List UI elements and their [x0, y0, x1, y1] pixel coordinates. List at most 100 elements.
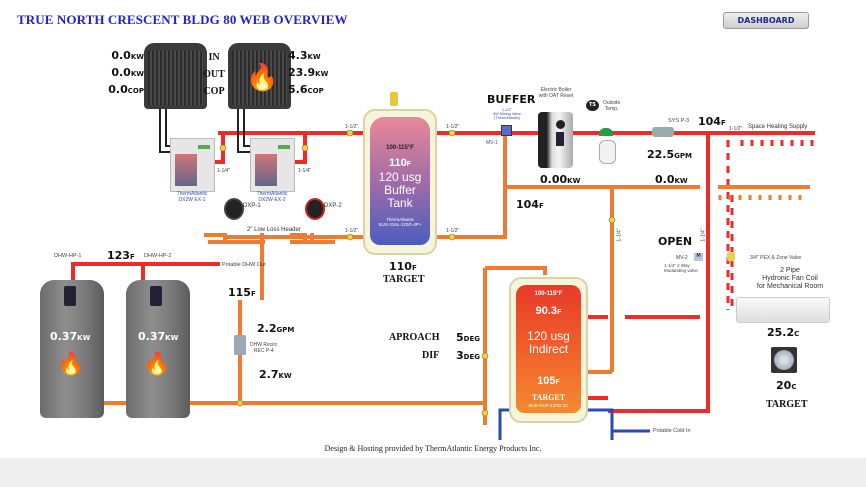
hp1-in-kw: 0.0KW [111, 49, 144, 62]
dif-label: DIF [422, 350, 440, 361]
boiler-kw: 0.00KW [540, 173, 581, 186]
sys-pump-icon[interactable] [652, 127, 674, 137]
recirc-kw: 2.7KW [259, 368, 292, 381]
pressure-valve-icon [599, 128, 613, 136]
hp1-cop: 0.0COP [108, 83, 144, 96]
cold-in-label: Potable Cold In [653, 428, 691, 434]
piping-diagram [40, 105, 815, 440]
hp2-out-kw: 23.9KW [288, 66, 329, 79]
buffer-return [437, 133, 507, 239]
heat-pump-1-icon [144, 43, 207, 109]
low-loss-header-label: 2" Low Loss Header [247, 227, 301, 233]
dif-value: 3DEG [456, 349, 480, 362]
mv2-label: MV-2 [676, 255, 688, 261]
space-heating-supply-label: Space Heating Supply [748, 124, 808, 130]
room-target-label: TARGET [766, 399, 808, 410]
buffer-range: 100-115°F [386, 145, 414, 151]
room-temp: 25.2C [767, 326, 800, 339]
hp1-out-kw: 0.0KW [111, 66, 144, 79]
buffer-in-size: 1-1/2" [345, 124, 359, 130]
label-cop: COP [203, 86, 225, 97]
recirc-temp: 115F [228, 286, 256, 299]
dhw-out-label: Potable DHW Out [222, 262, 266, 268]
recirc-pump-icon[interactable] [234, 335, 246, 355]
mv2-actuator-icon[interactable]: M [694, 253, 703, 261]
mixing-valve-label: 1-1/2"3W Mixing Valve(ThermAtlantic) [493, 108, 521, 120]
hp2-cop: 5.6COP [288, 83, 324, 96]
electric-boiler-icon [538, 112, 573, 168]
flame-icon: 🔥 [143, 352, 171, 377]
hp2-in-kw: 4.3KW [288, 49, 321, 62]
low-loss-header [223, 235, 365, 239]
dhw-hp2-label: DHW-HP-2 [144, 253, 172, 259]
buffer-target-label: TARGET [383, 274, 425, 285]
pump-dxp2-label: DXP-2 [324, 203, 342, 209]
zone-valve-icon[interactable] [727, 252, 735, 261]
recirc-flow: 2.2GPM [257, 322, 295, 335]
buffer-ret-size: 1-1/2" [345, 228, 359, 234]
system-riser [608, 133, 710, 413]
dhw-out-temp: 123F [107, 249, 135, 262]
exchanger-2 [250, 138, 295, 192]
system-flow: 22.5GPM [647, 148, 692, 161]
indirect-target-temp: 105F [537, 375, 560, 387]
heat-pump-2-icon: 🔥 [228, 43, 291, 109]
dashboard-button[interactable]: DASHBOARD [723, 12, 809, 29]
buffer-label: BUFFER [487, 93, 536, 106]
page-title: TRUE NORTH CRESCENT BLDG 80 WEB OVERVIEW [17, 12, 348, 27]
hp-row-labels: IN OUT COP [202, 49, 226, 100]
ex2-pipe-size: 1-1/4" [298, 168, 312, 174]
pump-dxp2-icon[interactable] [305, 198, 325, 220]
buffer-target-temp: 110F [389, 260, 417, 273]
dhw-hp2-kw: 0.37KW [138, 330, 179, 343]
approach-label: APROACH [389, 332, 440, 343]
indirect-model: SUS-DUP-120G-2C [528, 403, 569, 408]
mixing-valve-icon[interactable] [501, 125, 512, 136]
supply-size: 1-1/2" [729, 126, 743, 132]
label-in: IN [208, 52, 220, 63]
valve-state: OPEN [658, 235, 693, 248]
room-target-temp: 20C [776, 379, 797, 392]
mv1-label: MV-1 [486, 140, 498, 146]
return-temp: 104F [516, 198, 544, 211]
hp1-readouts: 0.0KW 0.0KW 0.0COP [104, 49, 144, 96]
cold-water-pipe [498, 408, 650, 440]
approach-value: 5DEG [456, 331, 480, 344]
outside-temp-sensor-icon: TS [586, 100, 599, 111]
air-vent-icon [390, 92, 398, 106]
footer-credit: Design & Hosting provided by ThermAtlant… [324, 444, 542, 453]
ex2-supply-riser [290, 133, 307, 164]
label-out: OUT [203, 69, 225, 80]
flame-icon: 🔥 [246, 63, 279, 93]
buffer-out-size: 1-1/2" [446, 124, 460, 130]
fan-icon [771, 347, 797, 373]
expansion-tank-icon [599, 140, 616, 164]
indirect-target-label: TARGET [531, 393, 566, 402]
exchanger-1 [170, 138, 215, 192]
pump-dxp1-icon[interactable] [224, 198, 244, 220]
schematic-canvas: TRUE NORTH CRESCENT BLDG 80 WEB OVERVIEW… [0, 0, 866, 458]
sys-pump-label: SYS P-3 [668, 118, 690, 124]
indirect-range: 100-115°F [534, 291, 563, 297]
indirect-temp: 90.3F [535, 305, 562, 317]
sys-pump-kw: 0.0KW [655, 173, 688, 186]
supply-temp: 104F [698, 115, 726, 128]
buffer-temp: 110F [388, 157, 412, 169]
riser-size-1: 1-1/4" [616, 228, 623, 242]
hp2-readouts: 4.3KW 23.9KW 5.6COP [288, 49, 328, 96]
dhw-hp1-label: DHW-HP-1 [54, 253, 82, 259]
zone-valve-label: 3/4" PEX & Zone Valve [750, 255, 802, 261]
dhw-heat-pump-2-icon: 0.37KW 🔥 [126, 280, 190, 418]
riser-size-2: 1-1/4" [700, 228, 707, 242]
pump-dxp1-label: DXP-1 [243, 203, 261, 209]
